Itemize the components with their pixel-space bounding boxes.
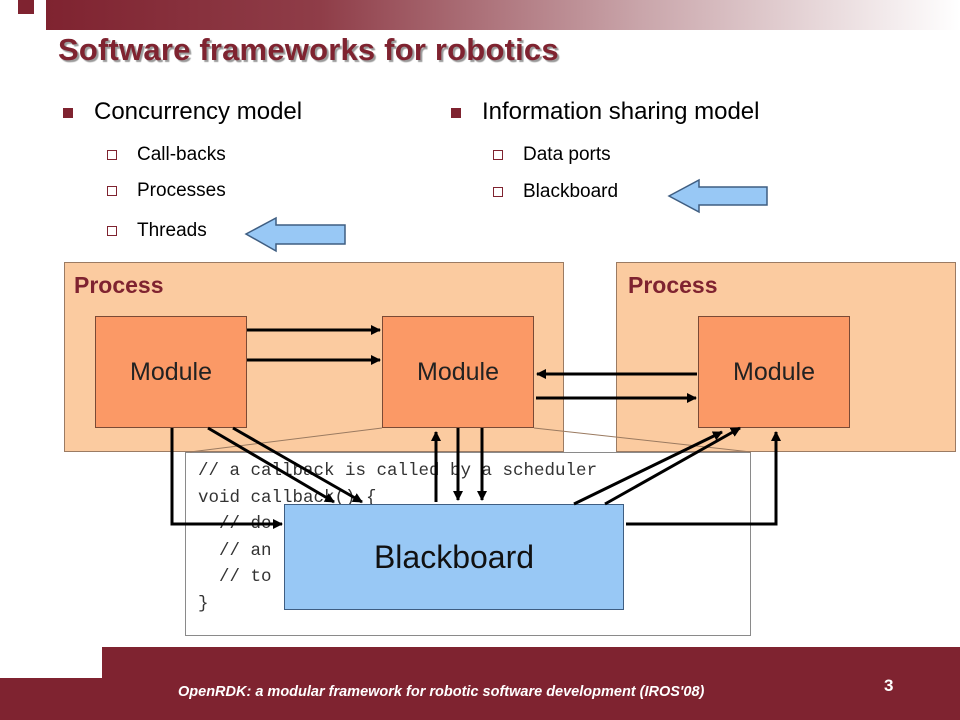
subitem-callbacks: Call-backs bbox=[107, 144, 226, 166]
bullet-box-icon bbox=[107, 226, 117, 236]
process-right-label: Process bbox=[628, 272, 718, 298]
left-arrow-pointer-icon bbox=[667, 178, 768, 214]
subitem-blackboard: Blackboard bbox=[493, 181, 618, 203]
footer-notch bbox=[0, 647, 102, 678]
module-1: Module bbox=[95, 316, 247, 428]
module-2: Module bbox=[382, 316, 534, 428]
bullet-square-icon bbox=[63, 108, 73, 118]
module-3: Module bbox=[698, 316, 850, 428]
bullet-box-icon bbox=[107, 150, 117, 160]
bullet-box-icon bbox=[107, 186, 117, 196]
subitem-processes: Processes bbox=[107, 180, 226, 202]
bullet-square-icon bbox=[451, 108, 461, 118]
bullet-information-sharing-model: Information sharing model bbox=[451, 98, 760, 126]
left-arrow-pointer-icon bbox=[244, 216, 346, 253]
blackboard-box: Blackboard bbox=[284, 504, 624, 610]
slide-title: Software frameworks for robotics bbox=[58, 32, 559, 67]
corner-strip bbox=[0, 18, 46, 30]
footer-bar bbox=[0, 647, 960, 720]
bullet-label: Concurrency model bbox=[94, 98, 303, 125]
process-left-label: Process bbox=[74, 272, 164, 298]
subitem-threads: Threads bbox=[107, 220, 207, 242]
page-number: 3 bbox=[884, 676, 894, 695]
subitem-data-ports: Data ports bbox=[493, 144, 611, 166]
footer-caption: OpenRDK: a modular framework for robotic… bbox=[178, 684, 705, 700]
bullet-box-icon bbox=[493, 150, 503, 160]
bullet-box-icon bbox=[493, 187, 503, 197]
bullet-concurrency-model: Concurrency model bbox=[63, 98, 303, 126]
corner-square bbox=[18, 0, 34, 14]
bullet-label: Information sharing model bbox=[482, 98, 760, 125]
header-gradient-bar bbox=[46, 0, 960, 30]
